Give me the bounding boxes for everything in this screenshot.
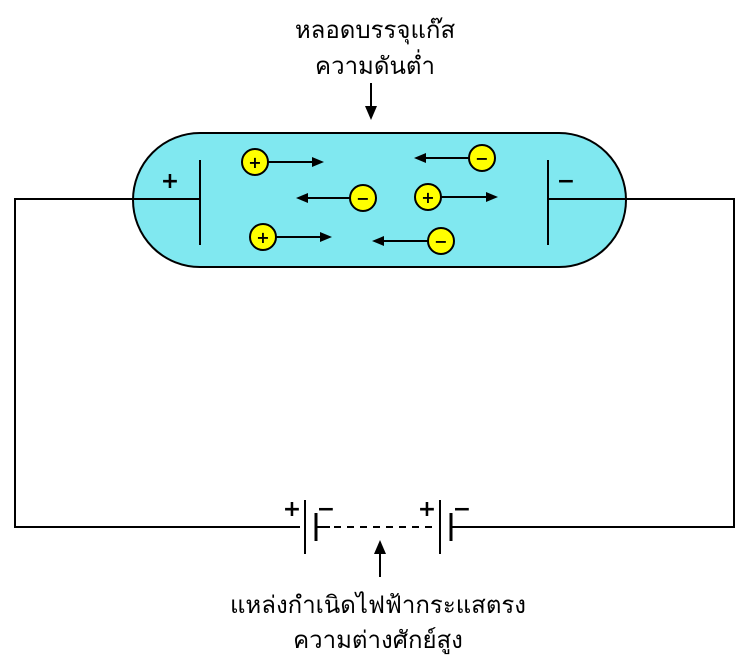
particle-negative-3: − [372,227,455,255]
particle-positive-1: + [241,148,324,176]
svg-text:−: − [356,189,369,208]
circuit-wire [14,198,300,528]
svg-text:+: + [421,188,434,207]
cathode-sign: − [557,169,575,194]
circuit-wire-right [455,198,735,528]
source-pointer-arrow [374,540,386,577]
battery-cell-2-plus: + [418,497,436,522]
battery-cell-2-minus: − [453,497,471,522]
svg-text:−: − [475,149,488,168]
tube-label-line2: ความดันต่ำ [315,49,435,80]
tube-pointer-arrow [365,83,377,120]
source-label-line2: ความต่างศักย์สูง [293,626,463,655]
svg-text:−: − [434,232,447,251]
source-label-line1: แหล่งกำเนิดไฟฟ้ากระแสตรง [230,591,526,619]
particle-negative-1: − [414,144,496,172]
particle-positive-3: + [249,223,332,251]
battery-cell-1 [304,500,330,554]
battery-cell-1-plus: + [283,497,301,522]
svg-text:+: + [248,153,261,172]
battery-cell-2 [439,500,458,554]
battery-cell-1-minus: − [317,497,335,522]
anode-sign: + [161,169,179,194]
particle-negative-2: − [296,184,377,212]
particle-positive-2: + [414,183,498,211]
svg-text:+: + [256,228,269,247]
tube-label-line1: หลอดบรรจุแก๊ส [295,16,456,45]
